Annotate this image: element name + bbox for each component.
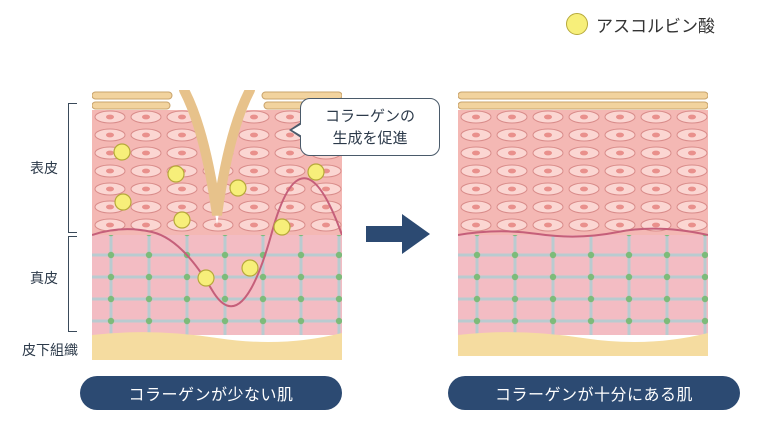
dermis-bracket xyxy=(68,236,77,332)
epidermis-label: 表皮 xyxy=(30,161,58,177)
sufficient-collagen-label: コラーゲンが十分にある肌 xyxy=(448,376,740,410)
epidermis-bracket xyxy=(68,103,77,233)
legend-label: アスコルビン酸 xyxy=(596,16,715,37)
legend: アスコルビン酸 xyxy=(566,10,715,38)
ascorbic-acid-dot-icon xyxy=(566,13,588,35)
healthy-skin-illustration xyxy=(458,91,708,356)
callout-line-2: 生成を促進 xyxy=(332,129,408,147)
subcutis-label: 皮下組織 xyxy=(22,343,78,359)
dermis-label: 真皮 xyxy=(30,271,58,287)
low-collagen-label: コラーゲンが少ない肌 xyxy=(80,376,342,410)
collagen-callout: コラーゲンの 生成を促進 xyxy=(300,98,440,156)
callout-line-1: コラーゲンの xyxy=(324,107,415,125)
right-arrow-icon xyxy=(366,214,430,254)
callout-pointer-fill xyxy=(292,124,302,136)
